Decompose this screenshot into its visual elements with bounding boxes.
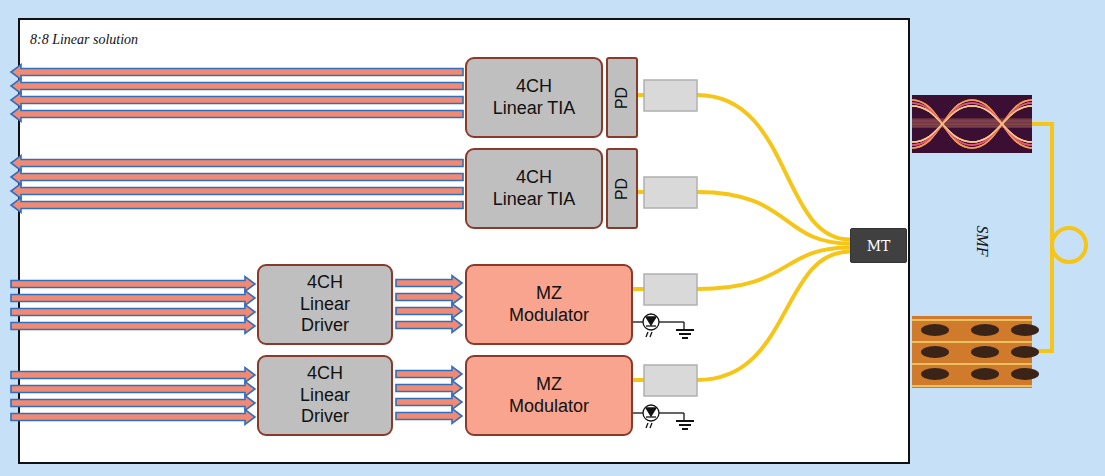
input-arrow (11, 396, 255, 411)
node-label: 4CH Linear TIA (492, 167, 576, 210)
output-arrow (11, 170, 463, 185)
drive-signal-arrows (396, 367, 462, 424)
node-label: MZ Modulator (499, 374, 599, 417)
chip-box: 4CH Linear TIA (465, 57, 603, 138)
node-label: PD (613, 86, 631, 108)
input-arrow (11, 305, 255, 320)
output-arrow (11, 79, 463, 94)
photodiode-box: PD (606, 148, 638, 229)
output-arrow (11, 156, 463, 171)
chip-box: 4CH Linear Driver (257, 264, 393, 345)
diagram-title: 8:8 Linear solution (30, 32, 138, 48)
photodiode-symbols (633, 314, 694, 429)
ferrule (644, 177, 697, 208)
chip-box: 4CH Linear Driver (257, 355, 393, 436)
output-arrow (11, 107, 463, 122)
eye-diagram (912, 95, 1032, 153)
modulator-box: MZ Modulator (465, 355, 633, 436)
node-label: 4CH Linear TIA (492, 76, 576, 119)
input-arrow (11, 291, 255, 306)
input-arrow (11, 368, 255, 383)
input-arrow (11, 382, 255, 397)
output-arrow (11, 198, 463, 213)
input-arrow (11, 410, 255, 425)
ferrule (644, 365, 697, 396)
photodiode-box: PD (606, 57, 638, 138)
ferrule (644, 274, 697, 305)
optical-fiber (633, 252, 850, 381)
eye-diagram (912, 316, 1039, 388)
chip-box: 4CH Linear TIA (465, 148, 603, 229)
ferrule (644, 80, 697, 111)
smf-loop (1030, 124, 1086, 351)
output-arrow (11, 184, 463, 199)
signal-arrows (11, 65, 463, 425)
node-label: 4CH Linear Driver (283, 272, 367, 337)
optical-fiber (638, 95, 850, 240)
node-label: MT (867, 238, 891, 254)
output-arrow (11, 65, 463, 80)
mt-connector: MT (850, 228, 907, 263)
input-arrow (11, 319, 255, 334)
modulator-box: MZ Modulator (465, 264, 633, 345)
fiber-label: SMF (973, 225, 991, 256)
input-arrow (11, 277, 255, 292)
fiber-ferrules (644, 80, 697, 396)
output-arrow (11, 93, 463, 108)
node-label: MZ Modulator (499, 283, 599, 326)
node-label: PD (613, 177, 631, 199)
drive-signal-arrows (396, 276, 462, 333)
node-label: 4CH Linear Driver (283, 363, 367, 428)
